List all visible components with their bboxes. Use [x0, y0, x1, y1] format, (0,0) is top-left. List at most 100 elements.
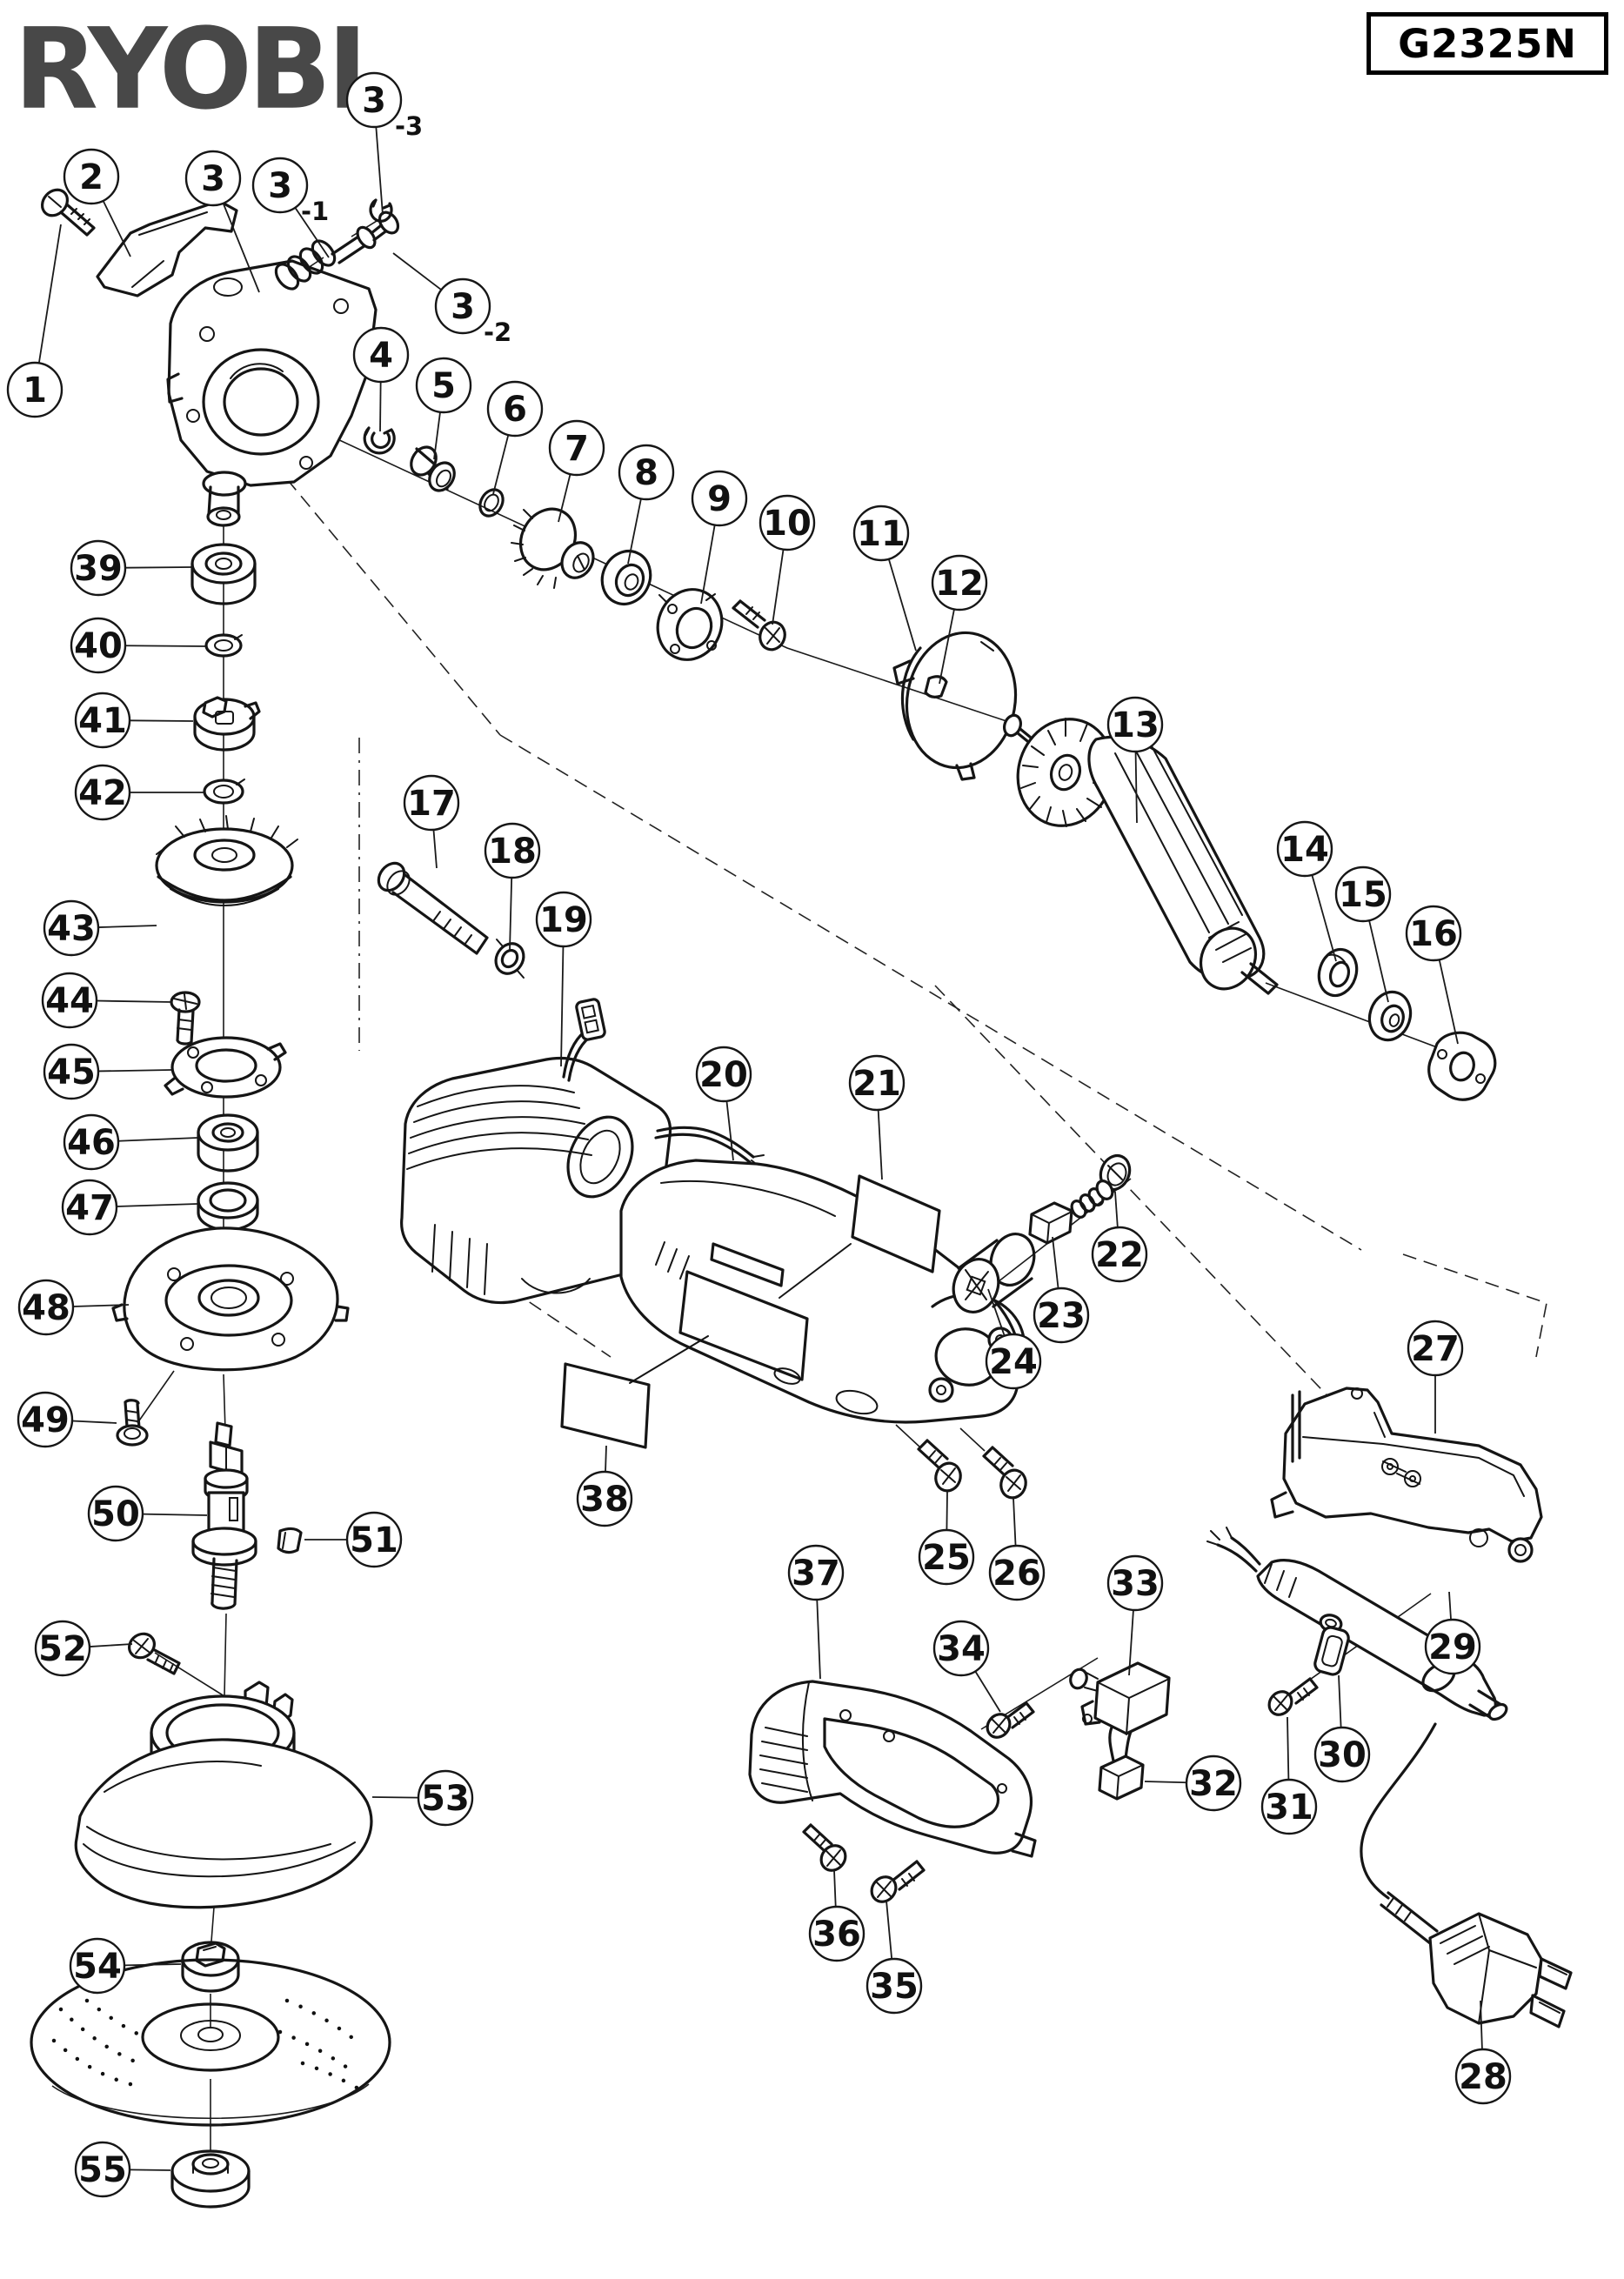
part-drawing-48-bearing-cover: [111, 1226, 350, 1372]
leader-line: [627, 498, 642, 565]
callout-number: 5: [431, 366, 456, 406]
callout-balloon: [43, 899, 100, 957]
callout-number: 50: [91, 1494, 140, 1534]
callout-44: 44: [41, 972, 173, 1029]
callout-balloon: [1185, 1754, 1242, 1812]
callout-balloon: [918, 1528, 975, 1586]
callout-balloon: [87, 1485, 144, 1542]
callout-34: 34: [932, 1620, 1001, 1713]
callout-number: 27: [1411, 1329, 1460, 1369]
leader-line: [700, 525, 716, 605]
callout-6: 6: [486, 380, 544, 495]
callout-number: 3: [362, 81, 386, 121]
callout-40: 40: [70, 617, 206, 674]
part-drawing-46-bearing: [197, 1113, 259, 1173]
leader-line: [492, 434, 510, 495]
callout-7: 7: [548, 419, 605, 523]
callout-balloon: [1033, 1287, 1090, 1344]
callout-number: 33: [1111, 1564, 1160, 1604]
part-drawing-44-screw: [170, 991, 201, 1046]
part-drawing-3-3-e-ring: [369, 198, 393, 223]
leader-line: [102, 200, 131, 257]
callout-50: 50: [87, 1485, 208, 1542]
callout-number: 25: [922, 1538, 971, 1578]
leader-line: [124, 645, 206, 647]
callout-balloon: [345, 1511, 403, 1568]
callout-number: 13: [1111, 705, 1160, 745]
callout-14: 14: [1276, 820, 1337, 962]
callout-11: 11: [852, 505, 917, 652]
leader-line: [1338, 1674, 1342, 1728]
callout-number: 16: [1409, 914, 1458, 954]
leader-line: [124, 566, 192, 569]
leader-line: [1114, 1191, 1119, 1228]
callout-balloon: [1405, 905, 1462, 962]
leader-line: [1480, 2000, 1483, 2050]
callout-number: 30: [1318, 1735, 1367, 1775]
part-drawing-24: [952, 1233, 1036, 1313]
callout-balloon: [484, 822, 541, 879]
part-drawing-8: [600, 550, 652, 605]
callout-18: 18: [484, 822, 541, 951]
callout-number: 32: [1189, 1764, 1238, 1804]
callout-balloon: [17, 1391, 74, 1448]
model-number-box: G2325N: [1367, 12, 1608, 75]
part-drawing-14: [1317, 947, 1359, 998]
leader-line: [987, 1288, 1006, 1337]
callout-number: 12: [935, 564, 984, 604]
callout-49: 49: [17, 1391, 117, 1448]
callout-balloon: [43, 1043, 100, 1100]
part-drawing-54-inner-flange: [181, 1941, 240, 1993]
part-drawing-7: [511, 507, 595, 589]
part-drawing-23: [1028, 1180, 1114, 1245]
part-drawing-16: [1427, 1031, 1497, 1101]
leader-line: [96, 999, 173, 1003]
callout-51: 51: [304, 1511, 403, 1568]
part-drawing-9: [656, 588, 724, 661]
callout-number: 35: [870, 1967, 919, 2007]
leader-line: [71, 1420, 117, 1424]
callout-23: 23: [1033, 1236, 1090, 1344]
callout-15: 15: [1334, 865, 1392, 1003]
part-drawing-10: [732, 599, 786, 652]
callout-balloon: [74, 2141, 131, 2198]
callout-number: 21: [852, 1064, 901, 1104]
callout-balloon: [787, 1544, 845, 1601]
part-drawing-27-handle-bracket: [1270, 1387, 1543, 1563]
callout-10: 10: [759, 494, 816, 625]
part-drawing-39-bearing: [190, 543, 257, 605]
callout-number: 17: [407, 784, 456, 824]
callout-8: 8: [618, 444, 675, 565]
part-drawing-17: [377, 861, 489, 955]
callout-17: 17: [403, 774, 460, 869]
callout-balloon: [618, 444, 675, 501]
leader-line: [1448, 1591, 1452, 1621]
part-drawing-15: [1367, 990, 1413, 1042]
callout-20: 20: [695, 1046, 752, 1161]
leader-line: [379, 381, 382, 432]
callout-balloon: [852, 505, 910, 562]
leader-line: [1052, 1236, 1059, 1289]
callout-number: 34: [937, 1629, 986, 1669]
leader-line: [1311, 874, 1337, 962]
callout-balloon: [63, 1113, 120, 1171]
callout-41: 41: [74, 692, 194, 749]
callout-balloon: [63, 148, 120, 205]
part-drawing-36: [802, 1823, 847, 1872]
part-drawing-40-washer: [204, 633, 243, 658]
callout-number: 47: [65, 1188, 114, 1228]
callout-number: 43: [47, 909, 96, 949]
callout-balloon: [695, 1046, 752, 1103]
callout-47: 47: [61, 1179, 198, 1236]
callout-balloon: [932, 1620, 990, 1677]
callout-number: 41: [78, 701, 127, 741]
callout-16: 16: [1405, 905, 1462, 1045]
part-drawing-45-clutch-plate: [164, 1036, 287, 1099]
part-drawing-1: [40, 188, 96, 237]
callout-balloon: [848, 1054, 906, 1112]
callout-number: 14: [1280, 830, 1329, 870]
callout-balloon: [865, 1957, 923, 2015]
leader-line: [772, 549, 785, 625]
leader-line: [509, 877, 513, 951]
part-drawing-13-armature: [1002, 713, 1279, 995]
